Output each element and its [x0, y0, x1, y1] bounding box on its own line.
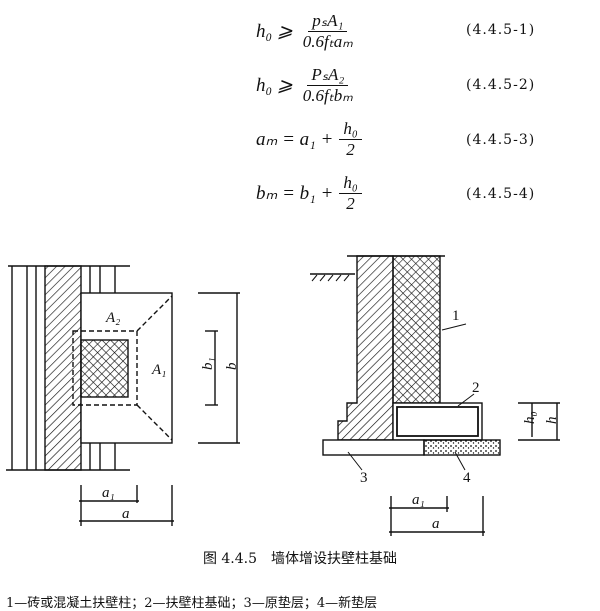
callout-3: 3 [360, 470, 368, 486]
equation-number: (4.4.5-2) [466, 77, 536, 93]
eq-lhs: h₀ ⩾ [256, 20, 293, 42]
numerator: h₀ [339, 173, 362, 194]
equation-number: (4.4.5-4) [466, 186, 536, 202]
callout-4: 4 [463, 470, 471, 486]
eq-lhs: aₘ = a₁ + [256, 128, 334, 150]
equation-number: (4.4.5-1) [466, 22, 536, 38]
dim-a: a [432, 516, 440, 532]
dim-a1: a₁ [412, 492, 425, 508]
dim-h0: h₀ [522, 411, 538, 424]
dim-b: b [224, 362, 240, 370]
denominator: 2 [346, 139, 355, 159]
dim-b1: b₁ [200, 357, 216, 370]
eq-lhs: h₀ ⩾ [256, 74, 293, 96]
figure-legend: 1—砖或混凝土扶壁柱；2—扶壁柱基础；3—原垫层；4—新垫层 [6, 596, 378, 611]
numerator: h₀ [339, 119, 362, 140]
section-view [310, 255, 560, 536]
figure-caption: 图 4.4.5 墙体增设扶壁柱基础 [202, 551, 398, 567]
dim-a1: a₁ [102, 485, 115, 501]
label-A1: A₁ [151, 362, 166, 378]
plan-view [6, 265, 240, 526]
label-A2: A₂ [105, 310, 120, 326]
denominator: 0.6fₜbₘ [302, 85, 353, 105]
equation-number: (4.4.5-3) [466, 132, 536, 148]
numerator: pₛA₁ [308, 11, 348, 32]
dim-a: a [122, 506, 130, 522]
dim-h: h [544, 417, 560, 425]
eq-lhs: bₘ = b₁ + [256, 182, 334, 204]
callout-1: 1 [452, 308, 460, 324]
denominator: 2 [346, 193, 355, 213]
numerator: PₛA₂ [307, 65, 349, 86]
callout-2: 2 [472, 380, 480, 396]
denominator: 0.6fₜaₘ [302, 31, 353, 51]
